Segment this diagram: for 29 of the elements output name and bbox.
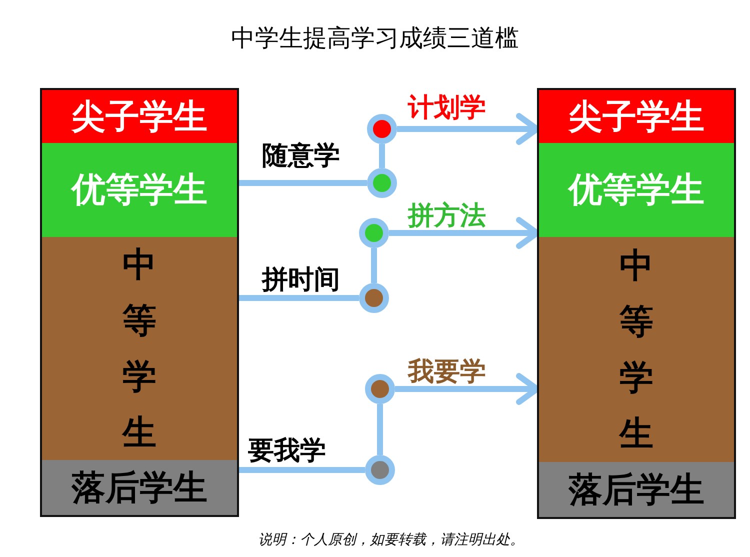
edge-label: 要我学 [248,435,326,468]
junction-circle [365,455,395,485]
junction-circle [359,283,389,313]
connector-line [239,295,359,301]
level-band: 优等学生 [537,143,736,237]
connector-line [239,467,365,473]
title: 中学生提高学习成绩三道槛 [230,23,520,54]
edge-label: 拼方法 [408,200,486,233]
connector-line [371,248,377,283]
junction-circle [367,114,397,144]
edge-label: 随意学 [262,140,340,173]
level-band: 中等学生 [537,237,736,462]
level-band: 尖子学生 [537,88,736,143]
level-band: 尖子学生 [40,88,239,143]
level-band: 中等学生 [40,237,239,460]
connector-line [377,404,383,455]
junction-circle [365,374,395,404]
arrow [389,217,540,249]
caption: 说明：个人原创，如要转载，请注明出处。 [258,531,524,549]
junction-circle [367,168,397,198]
level-band: 落后学生 [40,460,239,517]
edge-label: 我要学 [408,356,486,389]
connector-line [379,144,385,168]
edge-label: 拼时间 [262,264,340,297]
level-band: 落后学生 [537,462,736,519]
junction-circle [359,218,389,248]
connector-line [239,180,367,186]
level-band: 优等学生 [40,143,239,237]
edge-label: 计划学 [408,92,486,125]
